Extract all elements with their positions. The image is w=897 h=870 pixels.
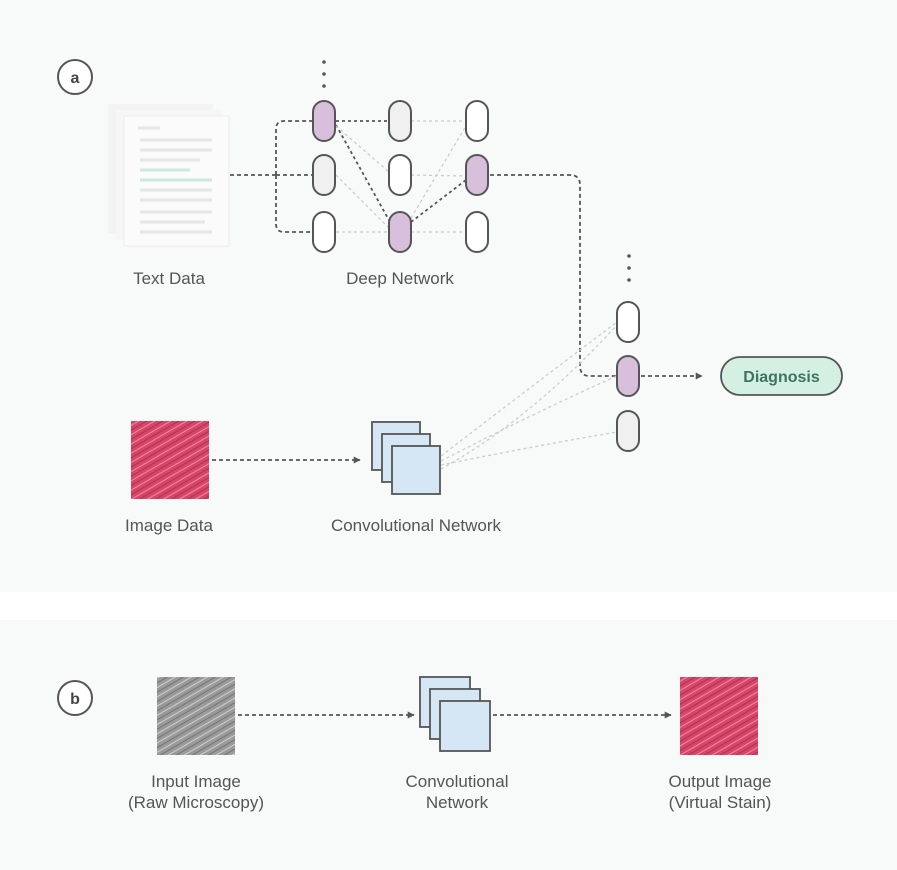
diagnosis-output: Diagnosis <box>720 356 843 396</box>
svg-text:Diagnosis: Diagnosis <box>743 369 820 386</box>
network-node <box>388 154 412 196</box>
input-image-label: Input Image <box>151 772 241 791</box>
network-node <box>465 100 489 142</box>
panel-a-background <box>0 0 897 592</box>
network-node <box>388 100 412 142</box>
raw-microscopy-image <box>157 677 235 755</box>
conv-to-fusion-connections <box>440 321 618 470</box>
deep-network-layer-2 <box>388 100 412 253</box>
svg-text:a: a <box>71 70 80 87</box>
deep-network-connections <box>230 120 616 377</box>
network-node <box>465 154 489 196</box>
ellipsis-icon <box>627 254 631 282</box>
panel-a-badge: a <box>57 59 93 95</box>
image-data-label: Image Data <box>125 516 213 535</box>
output-image-label: Output Image <box>668 772 771 791</box>
conv-network-label: Convolutional Network <box>331 516 502 535</box>
network-node <box>616 301 640 343</box>
output-image-sublabel: (Virtual Stain) <box>669 793 772 812</box>
network-node <box>388 211 412 253</box>
network-node <box>616 410 640 452</box>
network-node <box>465 211 489 253</box>
fusion-layer <box>616 301 640 452</box>
svg-text:b: b <box>70 691 80 708</box>
ellipsis-icon <box>322 60 326 88</box>
input-image-sublabel: (Raw Microscopy) <box>128 793 264 812</box>
conv-network-label-b: Convolutional <box>405 772 508 791</box>
deep-network-label: Deep Network <box>346 269 454 288</box>
deep-network-layer-3 <box>465 100 489 253</box>
stained-tissue-image <box>131 421 209 499</box>
conv-layer-stack-icon <box>371 421 441 495</box>
deep-network-layer-1 <box>312 100 336 253</box>
virtual-stain-image <box>680 677 758 755</box>
text-data-label: Text Data <box>133 269 205 288</box>
network-node <box>616 355 640 397</box>
conv-layer-stack-icon <box>419 676 491 752</box>
text-document-stack-icon <box>108 104 230 247</box>
conv-network-sublabel-b: Network <box>426 793 489 812</box>
panel-b-badge: b <box>57 680 93 716</box>
network-node <box>312 100 336 142</box>
network-node <box>312 211 336 253</box>
network-node <box>312 154 336 196</box>
